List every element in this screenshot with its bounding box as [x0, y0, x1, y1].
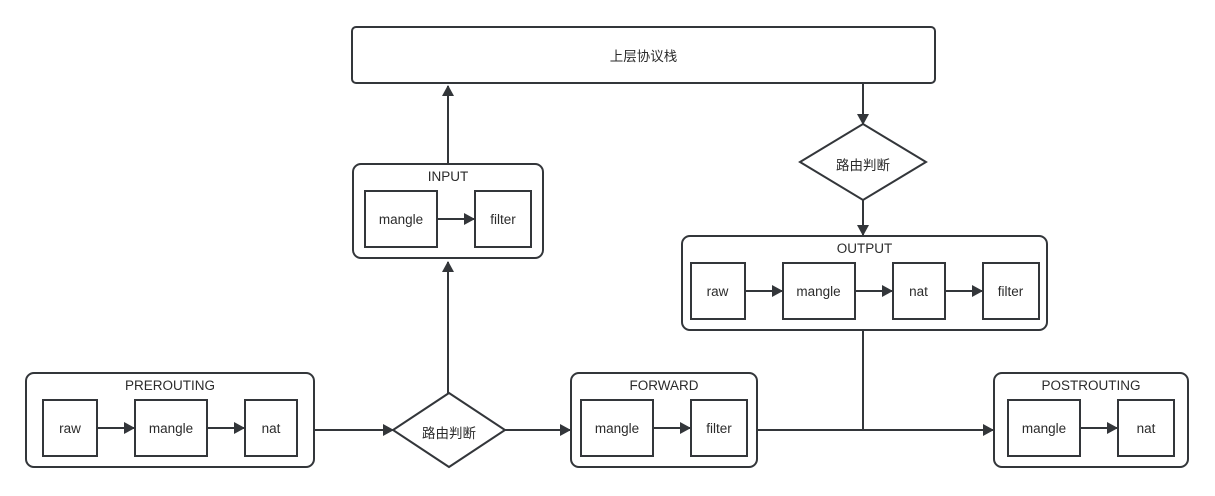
chain-output: OUTPUT raw mangle nat filter	[681, 235, 1048, 331]
table-output-filter: filter	[981, 262, 1040, 320]
arrow-postrouting-mangle-to-nat	[1081, 422, 1118, 434]
table-forward-mangle: mangle	[580, 399, 654, 457]
chain-postrouting-title: POSTROUTING	[1041, 378, 1141, 393]
chain-postrouting-tables: mangle nat	[995, 399, 1187, 457]
table-prerouting-raw: raw	[42, 399, 98, 457]
arrow-output-nat-to-filter	[945, 285, 983, 297]
chain-prerouting-title: PREROUTING	[124, 378, 215, 393]
upper-protocol-stack: 上层协议栈	[351, 26, 936, 84]
table-output-nat: nat	[891, 262, 946, 320]
chain-output-tables: raw mangle nat filter	[683, 262, 1046, 320]
table-input-filter: filter	[474, 190, 532, 248]
table-postrouting-nat: nat	[1117, 399, 1175, 457]
upper-protocol-stack-label: 上层协议栈	[609, 49, 678, 64]
arrow-prerouting-raw-to-mangle	[98, 422, 135, 434]
chain-input-tables: mangle filter	[354, 190, 542, 248]
chain-forward-tables: mangle filter	[572, 399, 756, 457]
chain-input: INPUT mangle filter	[352, 163, 544, 259]
table-prerouting-mangle: mangle	[134, 399, 208, 457]
chain-prerouting-tables: raw mangle nat	[27, 399, 313, 457]
arrow-output-mangle-to-nat	[855, 285, 893, 297]
chain-prerouting: PREROUTING raw mangle nat	[25, 372, 315, 468]
arrow-forward-mangle-to-filter	[654, 422, 691, 434]
chain-forward-title: FORWARD	[629, 378, 699, 393]
routing-decision-output-label: 路由判断	[836, 158, 890, 173]
table-input-mangle: mangle	[364, 190, 438, 248]
table-prerouting-nat: nat	[244, 399, 298, 457]
table-postrouting-mangle: mangle	[1007, 399, 1081, 457]
table-forward-filter: filter	[690, 399, 748, 457]
chain-output-title: OUTPUT	[836, 241, 893, 256]
chain-postrouting: POSTROUTING mangle nat	[993, 372, 1189, 468]
arrow-output-raw-to-mangle	[745, 285, 783, 297]
chain-forward: FORWARD mangle filter	[570, 372, 758, 468]
arrow-prerouting-mangle-to-nat	[208, 422, 245, 434]
table-output-mangle: mangle	[781, 262, 856, 320]
routing-decision-prerouting-label: 路由判断	[422, 426, 476, 441]
arrow-input-mangle-to-filter	[438, 213, 475, 225]
table-output-raw: raw	[689, 262, 746, 320]
chain-input-title: INPUT	[427, 169, 469, 184]
